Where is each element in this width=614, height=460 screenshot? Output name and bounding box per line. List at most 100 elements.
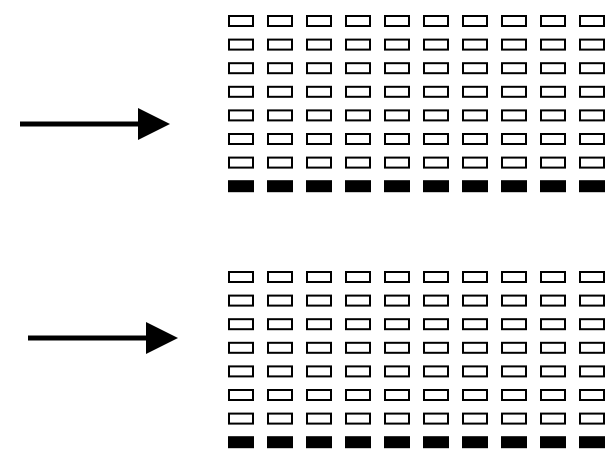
outline-cell [540,85,566,98]
outline-cell [540,156,566,169]
outline-cell [540,389,566,401]
outline-cell [579,38,605,51]
filled-cell [579,180,605,193]
outline-cell [384,294,410,307]
outline-cell [306,38,332,51]
outline-cell [384,38,410,51]
outline-cell [462,38,488,51]
outline-cell [384,133,410,145]
outline-cell [228,15,254,27]
outline-cell [501,341,527,354]
bottom-panel [28,271,605,449]
outline-cell [501,156,527,169]
outline-cell [228,389,254,401]
filled-cell [345,436,371,449]
outline-cell [228,412,254,425]
outline-cell [384,62,410,75]
outline-cell [384,341,410,354]
outline-cell [540,318,566,331]
right-arrow-icon [28,322,178,354]
outline-cell [579,156,605,169]
outline-cell [423,271,449,283]
outline-cell [423,15,449,27]
outline-cell [345,389,371,401]
filled-cell [501,180,527,193]
outline-cell [462,318,488,331]
outline-cell [228,38,254,51]
outline-cell [540,271,566,283]
outline-cell [423,294,449,307]
outline-cell [228,271,254,283]
outline-cell [384,389,410,401]
filled-cell [501,436,527,449]
outline-cell [579,15,605,27]
outline-cell [579,133,605,145]
outline-cell [462,109,488,122]
outline-cell [579,109,605,122]
outline-cell [306,62,332,75]
filled-cell [462,180,488,193]
outline-cell [501,389,527,401]
top-panel [20,15,605,193]
outline-cell [579,271,605,283]
outline-cell [306,318,332,331]
outline-cell [267,109,293,122]
outline-cell [579,389,605,401]
outline-cell [423,412,449,425]
outline-cell [384,85,410,98]
outline-cell [501,85,527,98]
outline-cell [267,15,293,27]
outline-cell [345,85,371,98]
outline-cell [501,62,527,75]
outline-cell [267,62,293,75]
outline-cell [462,15,488,27]
outline-cell [228,133,254,145]
filled-cell [306,436,332,449]
filled-cell [384,180,410,193]
outline-cell [462,365,488,378]
outline-cell [423,62,449,75]
outline-cell [228,341,254,354]
outline-cell [267,412,293,425]
outline-cell [345,412,371,425]
outline-cell [306,133,332,145]
outline-cell [306,412,332,425]
filled-cell [345,180,371,193]
outline-cell [462,412,488,425]
outline-cell [267,85,293,98]
outline-cell [540,15,566,27]
outline-cell [501,133,527,145]
outline-cell [384,318,410,331]
filled-cell [423,180,449,193]
outline-cell [384,271,410,283]
outline-cell [462,389,488,401]
filled-cell [579,436,605,449]
outline-cell [228,62,254,75]
outline-cell [423,85,449,98]
outline-cell [345,15,371,27]
outline-cell [345,341,371,354]
outline-cell [345,318,371,331]
arrow-head [146,322,178,354]
outline-cell [423,341,449,354]
filled-cell [306,180,332,193]
outline-cell [306,389,332,401]
outline-cell [384,15,410,27]
outline-cell [306,85,332,98]
outline-cell [267,294,293,307]
outline-cell [540,38,566,51]
outline-cell [267,341,293,354]
outline-cell [345,109,371,122]
outline-cell [306,365,332,378]
outline-cell [306,15,332,27]
outline-cell [579,318,605,331]
outline-cell [384,109,410,122]
outline-cell [579,412,605,425]
filled-cell [267,180,293,193]
outline-cell [345,294,371,307]
outline-cell [501,109,527,122]
outline-cell [501,15,527,27]
outline-cell [306,156,332,169]
outline-cell [228,318,254,331]
outline-cell [345,133,371,145]
